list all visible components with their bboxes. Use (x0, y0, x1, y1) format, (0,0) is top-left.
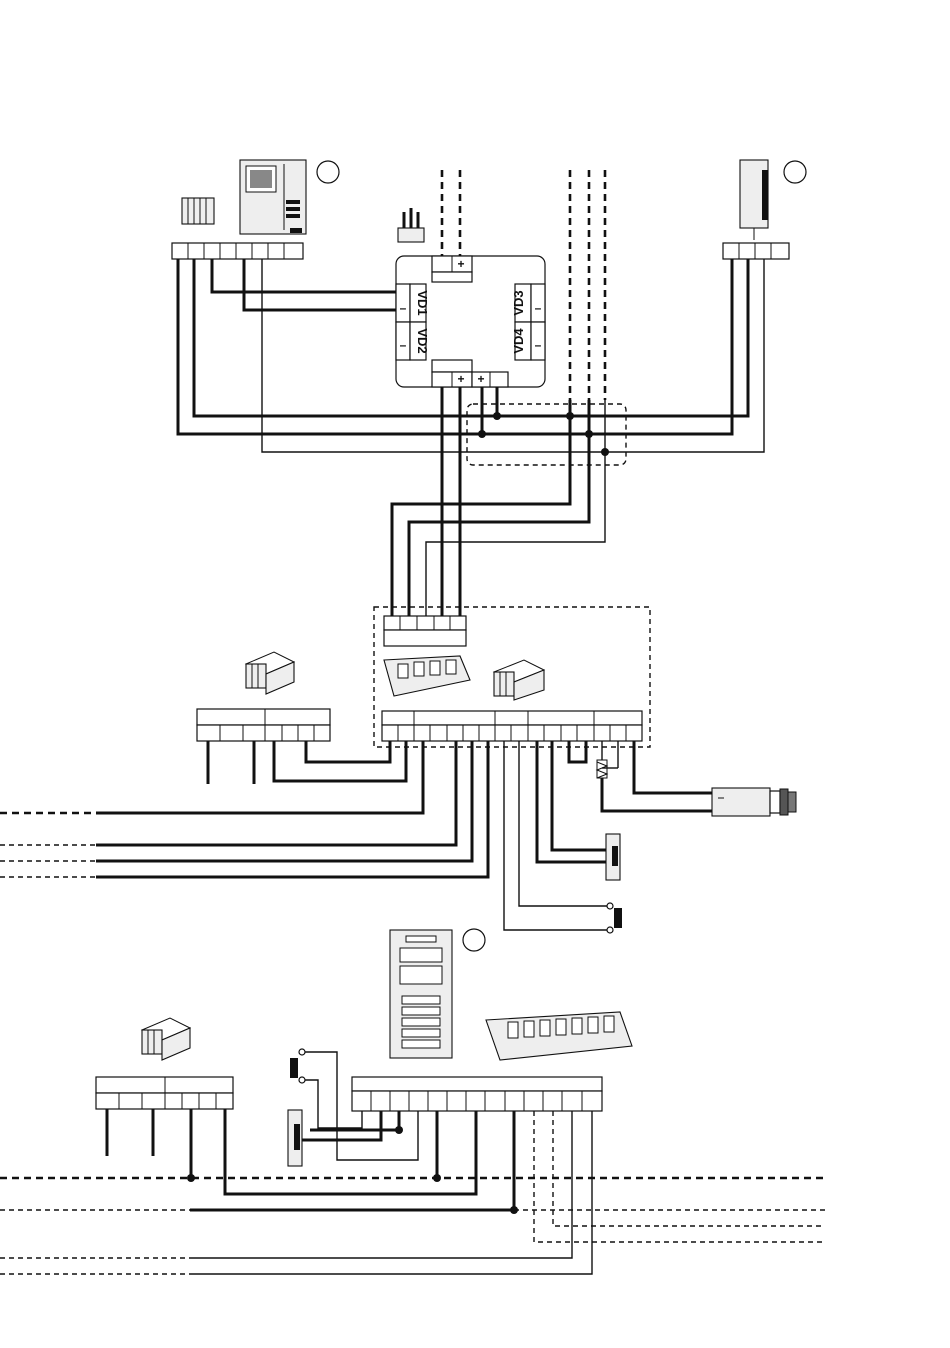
vd4-label: VD4 (511, 328, 526, 354)
distributor-plus-bottom: + (457, 372, 464, 386)
door-panel-icon (390, 930, 452, 1058)
door-lock-icon (606, 834, 620, 880)
power-supply-icon (182, 198, 214, 224)
marker-circle-icon (463, 929, 485, 951)
power-supply-icon (246, 652, 294, 694)
jumper-icon (398, 208, 424, 242)
distributor-plus-aux: + (477, 372, 484, 386)
resistor-icon (597, 760, 607, 778)
monitor-terminal-strip (172, 243, 303, 259)
video-monitor-icon (240, 160, 306, 234)
control-output-strip (382, 711, 642, 741)
panel-terminal-strip (352, 1077, 602, 1111)
psu-terminal-strip (197, 709, 330, 741)
camera-icon (712, 788, 796, 816)
power-supply-icon (142, 1018, 190, 1060)
vd3-label: VD3 (511, 290, 526, 315)
handset-terminal-strip (723, 243, 789, 259)
bottom-psu-terminal-strip (96, 1077, 233, 1109)
vd4-minus: – (535, 338, 542, 352)
marker-circle-icon (317, 161, 339, 183)
marker-circle-icon (784, 161, 806, 183)
vd3-minus: – (535, 301, 542, 315)
vd2-minus: – (400, 338, 407, 352)
power-supply-icon (494, 660, 544, 700)
video-distributor: + – VD1 – VD2 – VD3 – VD4 + + (396, 256, 545, 387)
control-input-strip (384, 616, 466, 646)
handset-icon (740, 160, 768, 240)
vd1-label: VD1 (415, 290, 430, 315)
dip-switch-icon (384, 656, 470, 696)
vd2-label: VD2 (415, 328, 430, 353)
push-button-icon (607, 903, 622, 933)
dip-switch-icon (486, 1012, 632, 1060)
vd1-minus: – (400, 301, 407, 315)
distributor-plus-top: + (457, 257, 464, 271)
door-lock-icon (288, 1110, 302, 1166)
push-button-icon (290, 1049, 305, 1083)
